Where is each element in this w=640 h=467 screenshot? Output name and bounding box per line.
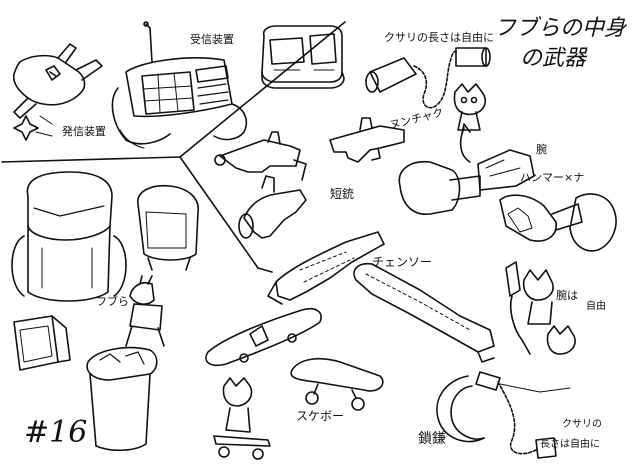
panel-dividers bbox=[1, 21, 346, 273]
label-receiver: 受信装置 bbox=[190, 33, 234, 46]
emitter-star-drawing bbox=[13, 115, 53, 141]
cat-head-small bbox=[453, 83, 487, 131]
hammer-arm-drawing bbox=[398, 123, 535, 215]
short-gun-drawing-1 bbox=[214, 131, 307, 181]
label-skateboard: スケボー bbox=[296, 409, 345, 423]
label-kusarigama-note-1: クサリの bbox=[562, 419, 602, 430]
sickle-character-drawing bbox=[505, 261, 576, 355]
character-backpack-drawing bbox=[125, 275, 165, 347]
chainsaw-drawing-2 bbox=[353, 262, 495, 363]
label-kusarigama: 鎖鎌 bbox=[418, 431, 446, 447]
label-sickle-note: 腕は bbox=[556, 289, 578, 302]
open-box-drawing bbox=[13, 315, 71, 371]
label-emitter: 発信装置 bbox=[62, 125, 106, 138]
glove-drawing bbox=[12, 43, 103, 119]
label-sickle-note-2: 自由 bbox=[586, 301, 606, 312]
backpack-side-drawing bbox=[137, 184, 199, 271]
pager-drawing bbox=[261, 25, 345, 89]
nunchaku-drawing bbox=[365, 47, 491, 109]
label-chain-note: クサリの長さは自由に bbox=[384, 31, 494, 44]
label-arm: 腕 bbox=[536, 143, 547, 156]
label-short-gun: 短銃 bbox=[330, 187, 355, 201]
short-gun-drawing-3 bbox=[238, 175, 307, 239]
page-number: #16 bbox=[24, 415, 88, 450]
kusarigama-drawing bbox=[436, 371, 571, 459]
label-chainsaw: チェンソー bbox=[372, 255, 433, 269]
skateboard-rider-drawing bbox=[213, 377, 271, 460]
title-line1: フブらの中身 bbox=[494, 16, 627, 41]
label-hammer-arm: ハンマー×ナ bbox=[520, 171, 585, 184]
title-line2: の武器 bbox=[520, 46, 587, 71]
short-gun-drawing-2 bbox=[329, 117, 405, 163]
receiver-drawing bbox=[111, 21, 248, 149]
label-backpack-char: フブら bbox=[96, 295, 129, 308]
skateboard-drawing-2 bbox=[290, 357, 384, 411]
skateboard-drawing-1 bbox=[205, 307, 322, 367]
gadget-bin-drawing bbox=[86, 346, 158, 452]
hammer-arm-drawing-2 bbox=[499, 193, 617, 252]
backpack-drawing bbox=[11, 171, 127, 302]
label-kusarigama-note-2: 長さは自由に bbox=[540, 439, 600, 450]
chainsaw-drawing-1 bbox=[267, 231, 385, 305]
